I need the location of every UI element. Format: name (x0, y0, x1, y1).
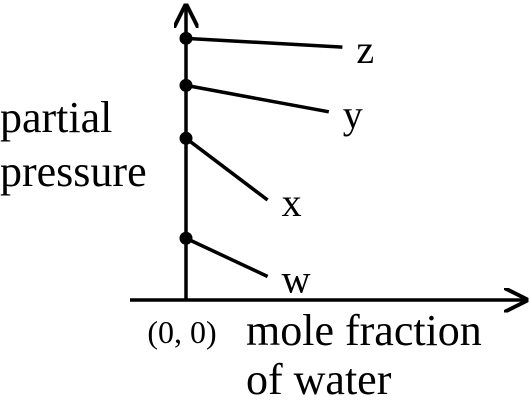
series-label-x: x (282, 180, 302, 225)
series-point-z (179, 31, 193, 45)
series-point-x (179, 131, 193, 145)
y-axis-label-line-1: partial (0, 93, 112, 142)
x-axis-label-line-1: mole fraction (246, 306, 482, 355)
x-axis-label-line-2: of water (246, 355, 392, 404)
series-label-w: w (282, 256, 311, 301)
series-point-y (179, 78, 193, 92)
origin-label: (0, 0) (147, 314, 216, 350)
y-axis-label-line-2: pressure (0, 147, 147, 196)
series-line-w (185, 236, 269, 279)
series-line-y (185, 83, 330, 114)
series-point-w (179, 231, 193, 245)
series-label-y: y (343, 92, 363, 137)
series-label-z: z (356, 27, 374, 72)
series-line-x (184, 136, 269, 202)
series-line-z (185, 36, 343, 49)
